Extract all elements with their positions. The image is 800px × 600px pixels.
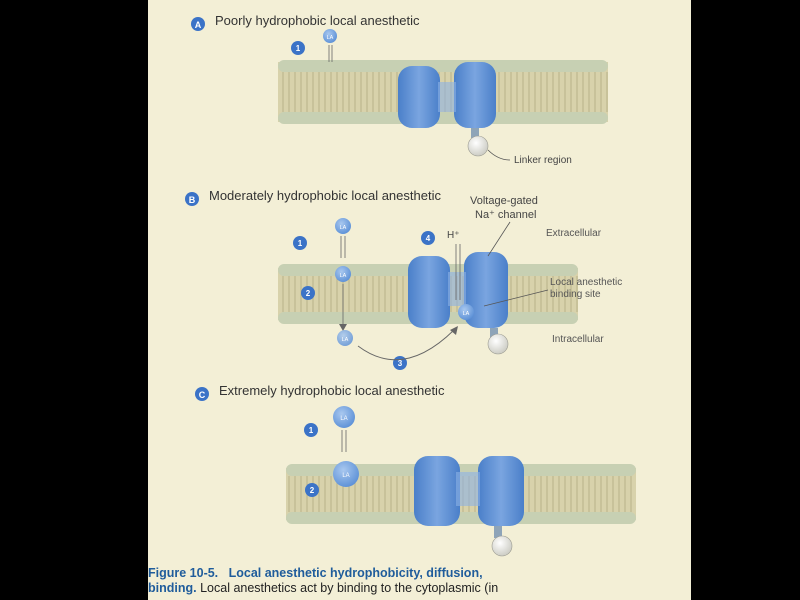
panel-b-la-label-1: LA bbox=[340, 225, 347, 231]
panel-c-equilibrium-arrow bbox=[341, 430, 347, 452]
panel-c-la-label-1: LA bbox=[340, 416, 347, 422]
panel-b-la-bound bbox=[458, 304, 474, 320]
panel-c-step-2: 2 bbox=[310, 486, 315, 495]
panel-b-letter-badge bbox=[185, 192, 199, 206]
panel-c-letter: C bbox=[199, 390, 206, 400]
panel-b-letter: B bbox=[189, 195, 196, 205]
panel-b-la-intracellular bbox=[337, 330, 353, 346]
panel-b-la-label-4: LA bbox=[463, 311, 470, 317]
panel-b-protonation-arrow bbox=[455, 244, 461, 300]
textbook-page: A Poorly hydrophobic local anesthetic Li… bbox=[148, 0, 691, 600]
panel-c-na-channel bbox=[414, 456, 524, 526]
panel-c-title: Extremely hydrophobic local anesthetic bbox=[219, 383, 445, 398]
caption-figure-number: Figure 10-5. bbox=[148, 566, 219, 580]
proton-label: H⁺ bbox=[447, 230, 460, 241]
panel-b-step-4-badge bbox=[421, 231, 435, 245]
caption-title: Local anesthetic hydrophobicity, diffusi… bbox=[228, 566, 483, 580]
panel-b-step-2-badge bbox=[301, 286, 315, 300]
figure-caption: Figure 10-5. Local anesthetic hydrophobi… bbox=[148, 566, 691, 596]
panel-b-la-label-2: LA bbox=[340, 273, 347, 279]
panel-b-na-channel bbox=[408, 252, 508, 328]
panel-b-la-label-3: LA bbox=[342, 337, 349, 343]
intracellular-label: Intracellular bbox=[552, 334, 604, 345]
panel-c-la-label-2: LA bbox=[342, 473, 349, 479]
panel-c-inactivation-gate bbox=[491, 535, 513, 557]
anesthetic-diagram: A Poorly hydrophobic local anesthetic Li… bbox=[185, 13, 636, 557]
panel-c: C Extremely hydrophobic local anesthetic… bbox=[195, 383, 636, 557]
panel-a-step-1-badge bbox=[291, 41, 305, 55]
panel-b-step-1-badge bbox=[293, 236, 307, 250]
panel-b-diffusion-arrow bbox=[357, 329, 455, 361]
panel-a-inactivation-gate bbox=[467, 135, 489, 157]
panel-a-la-label: LA bbox=[327, 35, 334, 41]
panel-b-linker bbox=[487, 328, 509, 355]
channel-label-line2: Na⁺ channel bbox=[475, 209, 536, 221]
caption-line2-text: Local anesthetics act by binding to the … bbox=[200, 581, 499, 595]
panel-a: A Poorly hydrophobic local anesthetic Li… bbox=[191, 13, 608, 166]
panel-b-inactivation-gate bbox=[487, 333, 509, 355]
panel-b-la-membrane bbox=[335, 266, 351, 282]
extracellular-label: Extracellular bbox=[546, 228, 602, 239]
linker-region-label: Linker region bbox=[514, 155, 572, 166]
panel-a-la-molecule bbox=[323, 29, 337, 43]
caption-line2-bold: binding. bbox=[148, 581, 197, 595]
panel-b: B Moderately hydrophobic local anestheti… bbox=[185, 188, 622, 370]
panel-c-linker bbox=[491, 526, 513, 557]
panel-a-letter-badge bbox=[191, 17, 205, 31]
panel-c-la-extracellular bbox=[333, 406, 355, 428]
panel-b-step-2: 2 bbox=[306, 289, 311, 298]
panel-a-linker: Linker region bbox=[467, 128, 572, 166]
panel-c-step-1-badge bbox=[304, 423, 318, 437]
panel-b-title: Moderately hydrophobic local anesthetic bbox=[209, 188, 441, 203]
panel-b-step-4: 4 bbox=[426, 234, 431, 243]
panel-c-step-1: 1 bbox=[309, 426, 314, 435]
panel-c-letter-badge bbox=[195, 387, 209, 401]
panel-a-equilibrium-arrow bbox=[328, 45, 333, 62]
panel-c-la-membrane bbox=[333, 461, 359, 487]
channel-label-line1: Voltage-gated bbox=[470, 195, 538, 207]
binding-site-label-line1: Local anesthetic bbox=[550, 277, 622, 288]
panel-a-title: Poorly hydrophobic local anesthetic bbox=[215, 13, 420, 28]
panel-a-step-1: 1 bbox=[296, 44, 301, 53]
panel-a-letter: A bbox=[195, 20, 202, 30]
panel-c-step-2-badge bbox=[305, 483, 319, 497]
panel-b-la-extracellular bbox=[335, 218, 351, 234]
panel-b-step-1: 1 bbox=[298, 239, 303, 248]
binding-site-label-line2: binding site bbox=[550, 289, 601, 300]
panel-b-step-3: 3 bbox=[398, 359, 403, 368]
panel-a-na-channel bbox=[398, 62, 496, 128]
